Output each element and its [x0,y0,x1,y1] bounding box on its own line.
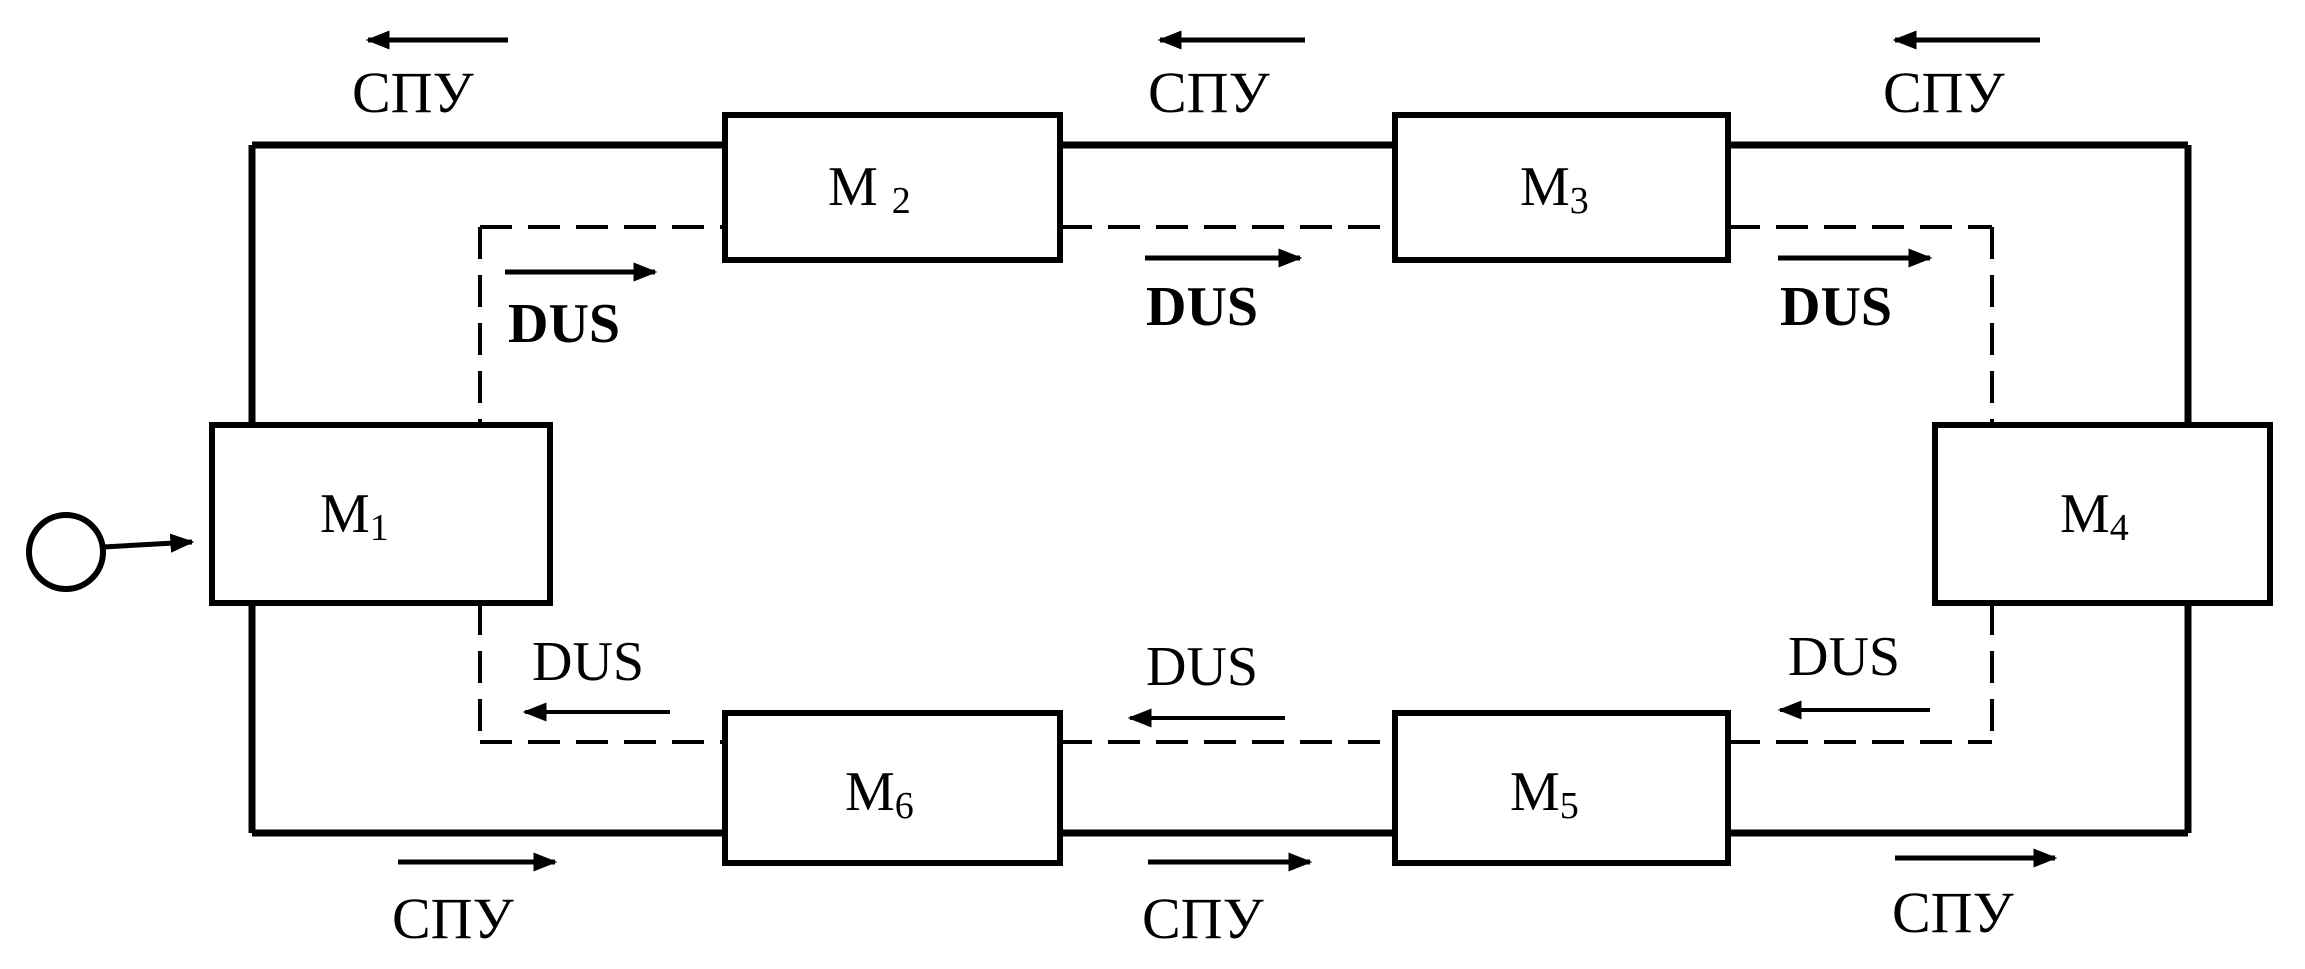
module-m3: M3 [1392,112,1731,263]
module-box [1392,112,1731,263]
module-box [209,422,553,606]
dus-label: DUS [508,293,620,355]
module-box [722,710,1063,866]
module-label: M 2 [828,156,911,222]
module-label: M4 [2060,483,2129,549]
dus-label: DUS [1788,626,1900,688]
module-m1: M1 [209,422,553,606]
module-label: M5 [1510,761,1579,827]
module-label: M6 [845,761,914,827]
spu-label: СПУ [1892,880,2015,945]
module-m2: M 2 [722,112,1063,263]
spu-label: СПУ [1883,60,2006,125]
module-box [1932,422,2273,606]
spu-label: СПУ [1142,886,1265,951]
source-arrow-icon [102,533,195,553]
module-label: M1 [320,483,389,549]
inner-dashed-ring [478,225,1994,744]
module-m4: M4 [1932,422,2273,606]
module-box [722,112,1063,263]
dus-flow-top [505,248,1933,282]
spu-label: СПУ [1148,60,1271,125]
input-source [26,512,195,592]
module-m5: M5 [1392,710,1731,866]
dus-label: DUS [1146,276,1258,338]
spu-flow-bottom [398,848,2058,872]
dus-label: DUS [1146,636,1258,698]
module-box [1392,710,1731,866]
spu-label: СПУ [352,60,475,125]
dus-label: DUS [1780,276,1892,338]
dus-label: DUS [532,631,644,693]
spu-label: СПУ [392,886,515,951]
outer-solid-ring [248,141,2192,837]
dus-flow-bottom [522,700,1930,728]
source-circle-icon [26,512,106,592]
module-label: M3 [1520,156,1589,222]
module-m6: M6 [722,710,1063,866]
